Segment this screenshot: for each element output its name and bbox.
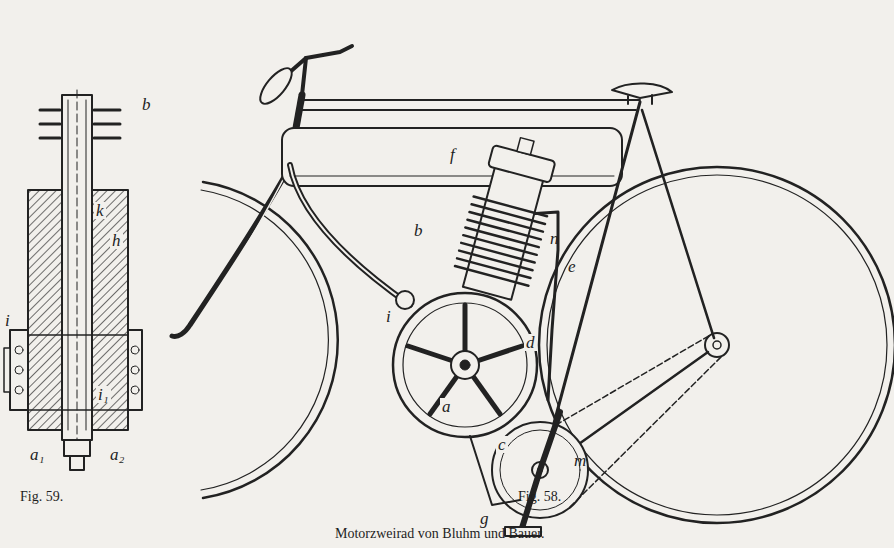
figure-number: Fig. 58. <box>516 488 563 505</box>
callout-letter: c <box>496 436 508 453</box>
callout-letter: a₁ <box>28 446 46 463</box>
callout-letter: k <box>94 202 106 219</box>
callout-letter: a <box>440 398 453 415</box>
callout-letter: i₁ <box>96 386 111 403</box>
clutch-section <box>4 90 142 470</box>
figure-caption: Motorzweirad von Bluhm und Bauer. <box>335 526 545 542</box>
callout-letter: m <box>572 452 588 469</box>
callout-letter: h <box>110 232 123 249</box>
callout-letter: e <box>566 258 578 275</box>
callout-letter: b <box>140 96 153 113</box>
callout-letter: i <box>384 308 393 325</box>
callout-letter: i <box>3 312 12 329</box>
callout-letter: g <box>478 510 491 527</box>
figure-number: Fig. 59. <box>18 488 65 505</box>
callout-letter: b <box>412 222 425 239</box>
callout-letter: a₂ <box>108 446 126 463</box>
motorcycle-drawing <box>172 46 894 536</box>
callout-letter: n <box>548 230 561 247</box>
callout-letter: d <box>524 334 537 351</box>
callout-letter: f <box>448 146 457 163</box>
